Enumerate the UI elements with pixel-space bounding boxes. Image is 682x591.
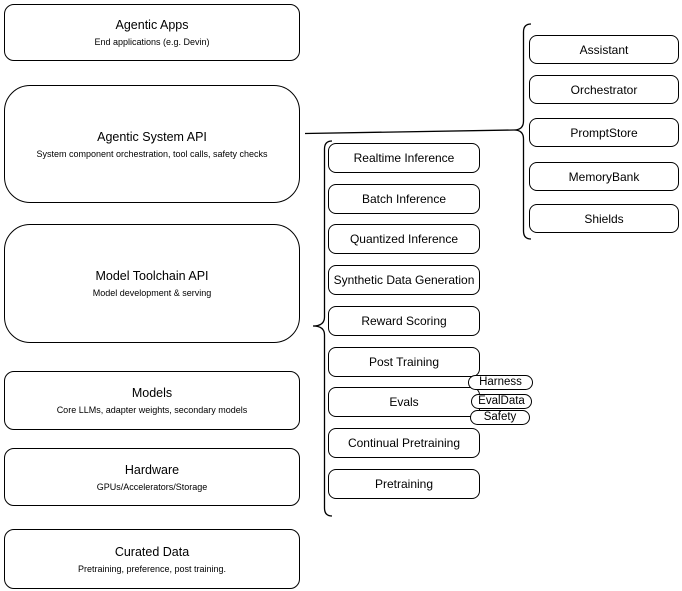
toolchain-item-label: Evals [389, 395, 419, 409]
node-title: Agentic Apps [115, 18, 189, 32]
toolchain-item-label: Batch Inference [361, 192, 447, 206]
node-subtitle: Core LLMs, adapter weights, secondary mo… [56, 405, 248, 415]
node-agentic-apps: Agentic Apps End applications (e.g. Devi… [4, 4, 300, 61]
component-label: Orchestrator [570, 82, 638, 97]
node-subtitle: System component orchestration, tool cal… [36, 148, 268, 159]
toolchain-item-quantized-inference: Quantized Inference [328, 224, 480, 254]
node-subtitle: End applications (e.g. Devin) [94, 37, 210, 47]
toolchain-item-label: Pretraining [374, 477, 434, 491]
eval-tag-label: Harness [479, 375, 522, 388]
node-title: Hardware [124, 462, 180, 477]
toolchain-item-synthetic-data-generation: Synthetic Data Generation [328, 265, 480, 295]
toolchain-item-reward-scoring: Reward Scoring [328, 306, 480, 336]
node-subtitle: Pretraining, preference, post training. [77, 563, 227, 574]
toolchain-item-label: Synthetic Data Generation [333, 273, 475, 287]
node-title: Curated Data [114, 544, 190, 559]
component-assistant: Assistant [529, 35, 679, 64]
api-components-connector [304, 129, 515, 135]
toolchain-item-label: Realtime Inference [353, 151, 455, 165]
toolchain-item-label: Reward Scoring [361, 314, 447, 328]
component-shields: Shields [529, 204, 679, 233]
node-models: Models Core LLMs, adapter weights, secon… [4, 371, 300, 430]
toolchain-item-evals: Evals [328, 387, 480, 417]
node-curated-data: Curated Data Pretraining, preference, po… [4, 529, 300, 589]
eval-tag-label: EvalData [478, 394, 525, 407]
toolchain-item-post-training: Post Training [328, 347, 480, 377]
node-model-toolchain-api: Model Toolchain API Model development & … [4, 224, 300, 343]
toolchain-item-continual-pretraining: Continual Pretraining [328, 428, 480, 458]
node-title: Model Toolchain API [95, 269, 209, 283]
component-label: MemoryBank [568, 169, 640, 184]
node-title: Agentic System API [97, 129, 207, 144]
toolchain-item-label: Continual Pretraining [347, 436, 461, 450]
eval-tag-evaldata: EvalData [471, 394, 532, 409]
component-label: PromptStore [570, 125, 638, 140]
eval-tag-label: Safety [483, 410, 517, 423]
toolchain-item-batch-inference: Batch Inference [328, 184, 480, 214]
component-memorybank: MemoryBank [529, 162, 679, 191]
component-promptstore: PromptStore [529, 118, 679, 147]
node-agentic-system-api: Agentic System API System component orch… [4, 85, 300, 203]
toolchain-item-pretraining: Pretraining [328, 469, 480, 499]
eval-tag-harness: Harness [468, 375, 533, 390]
toolchain-item-label: Post Training [368, 355, 440, 369]
eval-tag-safety: Safety [470, 410, 530, 425]
toolchain-item-realtime-inference: Realtime Inference [328, 143, 480, 173]
node-subtitle: GPUs/Accelerators/Storage [96, 481, 208, 492]
component-label: Shields [584, 211, 624, 226]
component-label: Assistant [579, 42, 629, 57]
node-hardware: Hardware GPUs/Accelerators/Storage [4, 448, 300, 506]
node-title: Models [131, 386, 173, 400]
component-orchestrator: Orchestrator [529, 75, 679, 104]
node-subtitle: Model development & serving [92, 288, 212, 298]
toolchain-item-label: Quantized Inference [349, 232, 459, 246]
